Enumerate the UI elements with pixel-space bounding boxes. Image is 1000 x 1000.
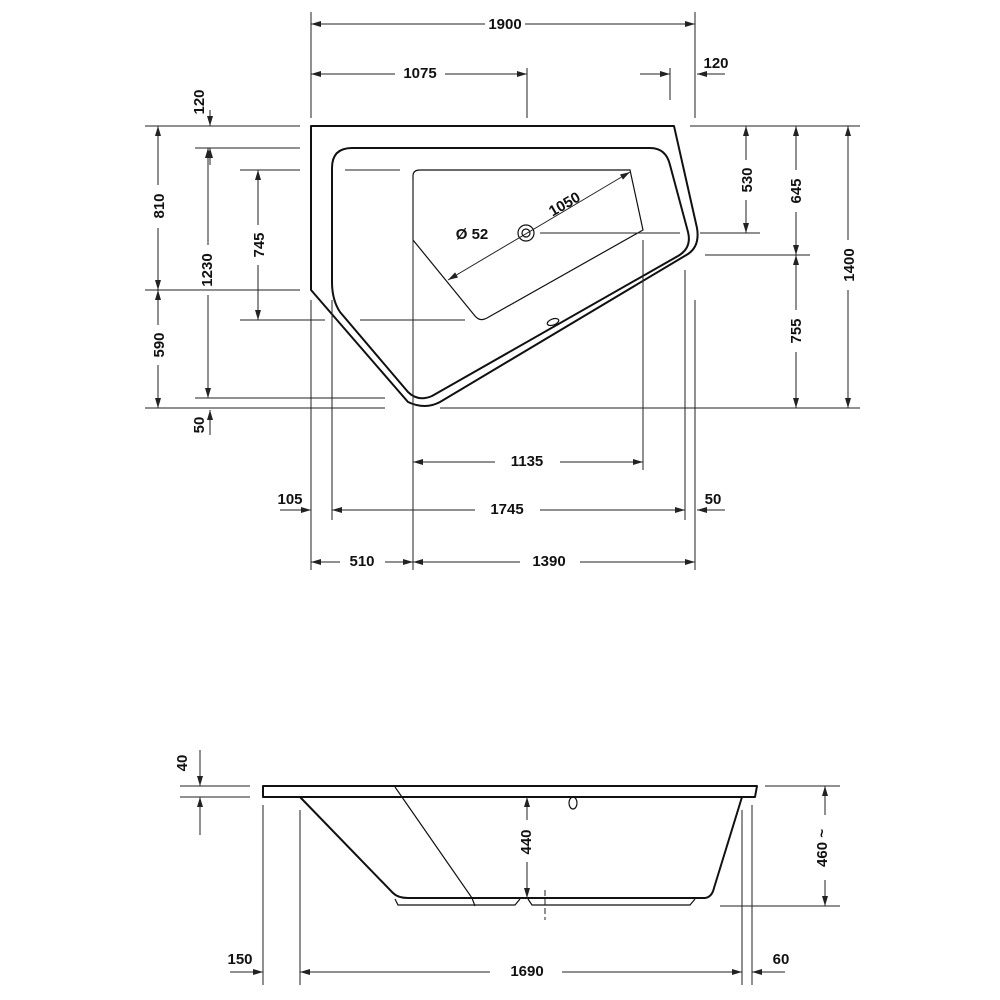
dim-line-basin-length (447, 171, 631, 281)
dim-105: 105 (277, 491, 302, 508)
dim-745: 745 (251, 232, 268, 257)
dim-120-right: 120 (703, 55, 728, 72)
side-extension-lines (180, 785, 840, 985)
dim-440: 440 (518, 829, 535, 854)
dim-1745: 1745 (490, 501, 523, 518)
dim-60: 60 (773, 951, 790, 968)
dim-755: 755 (788, 318, 805, 343)
dim-1690: 1690 (510, 963, 543, 980)
basin-floor (412, 169, 644, 321)
dim-645: 645 (788, 178, 805, 203)
dim-510: 510 (349, 553, 374, 570)
overflow-icon-side (568, 796, 578, 810)
dim-1900: 1900 (488, 16, 521, 33)
side-view: 40 440 460 ~ 150 1690 60 (174, 750, 840, 985)
dim-drain-diameter: Ø 52 (456, 226, 489, 243)
dim-460: 460 ~ (814, 829, 831, 867)
side-dimension-lines (197, 750, 828, 975)
dim-1390: 1390 (532, 553, 565, 570)
dim-1050: 1050 (546, 189, 583, 220)
dim-50-right: 50 (705, 491, 722, 508)
dim-1075: 1075 (403, 65, 436, 82)
dim-810: 810 (151, 193, 168, 218)
dimension-lines (155, 21, 851, 565)
tub-body (299, 796, 743, 899)
drain-icon (517, 224, 535, 242)
inner-slope-line (394, 786, 476, 907)
dim-1400: 1400 (841, 248, 858, 281)
tub-outer-outline (310, 125, 699, 407)
dim-530: 530 (739, 167, 756, 192)
dim-1135: 1135 (511, 453, 544, 470)
tub-feet (394, 898, 696, 906)
dim-590: 590 (151, 332, 168, 357)
dim-120-top: 120 (191, 89, 208, 114)
tub-rim (262, 785, 758, 798)
extension-lines (145, 12, 860, 570)
tub-inner-rim (331, 147, 690, 400)
overflow-icon (546, 317, 560, 327)
dim-1230: 1230 (199, 253, 216, 286)
dim-150: 150 (227, 951, 252, 968)
dim-50-bottom: 50 (191, 417, 208, 434)
top-view: 1900 1075 120 120 810 1230 745 590 50 53… (145, 12, 860, 570)
dim-40: 40 (174, 755, 191, 772)
